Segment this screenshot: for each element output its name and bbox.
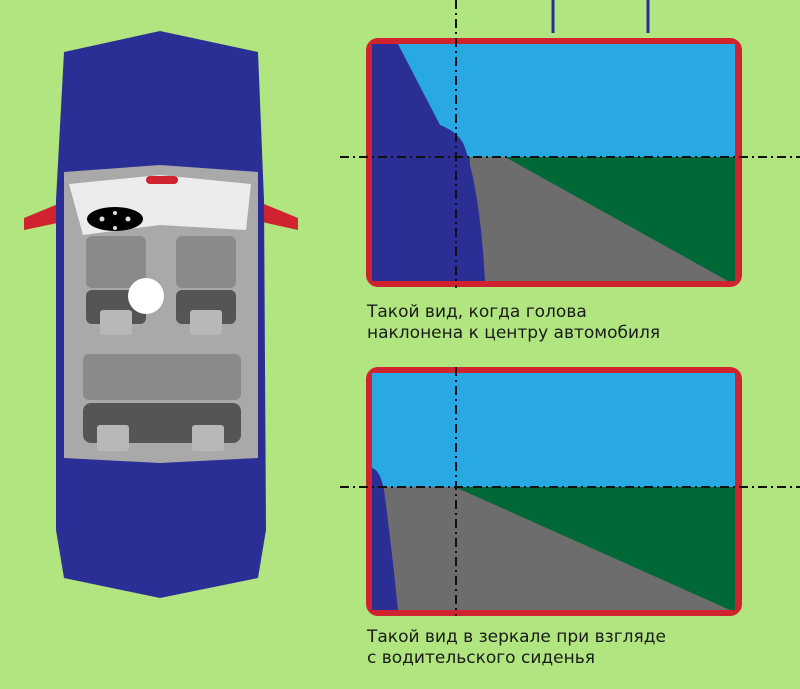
passenger-seat-back	[176, 236, 236, 288]
road	[372, 487, 730, 610]
rear-seat-back	[83, 354, 241, 400]
rear-view-mirror	[146, 176, 178, 184]
mirror-view-head-tilted	[366, 38, 742, 287]
caption-line: Такой вид в зеркале при взгляде	[367, 627, 666, 647]
left-side-mirror	[24, 204, 62, 230]
caption-line: с водительского сиденья	[367, 648, 595, 668]
mirror-view-driver-seat	[366, 367, 742, 616]
sky	[372, 373, 735, 487]
caption-line: Такой вид, когда голова	[367, 302, 587, 322]
driver-head	[128, 278, 164, 314]
car-top-view	[24, 31, 298, 598]
steering-wheel	[87, 207, 143, 231]
car-side-reflection	[372, 44, 485, 281]
guide-lines	[340, 0, 800, 616]
right-side-mirror	[262, 204, 298, 230]
driver-seat-back	[86, 236, 146, 288]
caption-line: наклонена к центру автомобиля	[367, 323, 661, 343]
road	[470, 157, 728, 281]
car-side-reflection	[372, 468, 398, 610]
